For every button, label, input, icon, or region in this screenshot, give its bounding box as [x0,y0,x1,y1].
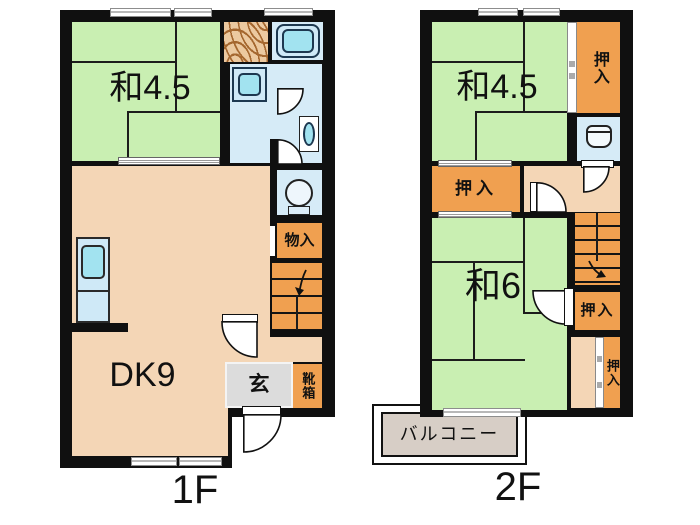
room-washitsu-4p5-1f [72,22,220,161]
door-arc-icon [532,290,567,325]
storage-monoire [277,223,322,258]
closet-mid-2f [432,166,520,212]
sliding-door-icon [438,160,512,167]
closet-top-label: 押入 [590,50,608,85]
sliding-door-icon [438,211,512,218]
washitsu-6-label: 和6 [464,265,522,307]
kitchen-counter-divider [78,290,108,292]
balcony-label: バルコニー [399,424,500,445]
toilet-lid-line [587,131,611,133]
vanity-icon [232,67,267,102]
window-icon [174,8,212,17]
entrance-genkan [225,362,293,408]
window-icon [478,8,518,16]
door-arc-icon [221,321,258,358]
tatami-line [127,111,129,161]
tatami-line [72,61,176,63]
hall-1f-entry [270,337,322,362]
wall-stub [270,139,277,166]
tatami-line [523,218,525,314]
closet-top-2f [577,22,620,113]
toilet-tank [288,206,310,215]
stairs-center-line [296,295,298,330]
sliding-door-icon [595,337,604,408]
sliding-door-icon [118,157,220,165]
tatami-line [523,22,525,113]
washitsu6-door-leaf [564,288,574,326]
closet-right-upper-2f [575,292,620,330]
washitsu-4p5-2f-label: 和4.5 [456,68,538,107]
wall-stub [60,323,128,332]
door-arc-icon [277,88,304,115]
window-icon [110,8,171,17]
door-arc-icon [277,139,303,165]
shoebox [293,364,322,408]
toilet-icon [586,125,612,148]
tatami-line [473,261,475,360]
closet-right-upper-label: 押入 [580,302,615,320]
closet-right-lower-label: 押入 [604,358,620,387]
door-arc-icon [243,414,282,453]
floor-label-1f: 1F [171,468,219,512]
tatami-line [432,61,525,63]
tatami-line [127,111,220,113]
dk9-label: DK9 [109,356,176,395]
washitsu-4p5-1f-label: 和4.5 [109,69,191,108]
kitchen-sink-icon [81,245,105,279]
shoebox-label: 靴箱 [300,372,316,400]
closet-mid-label: 押入 [455,179,497,199]
vanity-basin [238,73,261,96]
window-icon [131,457,177,466]
sliding-door-icon [567,22,577,113]
tatami-line [432,261,525,263]
window-icon [523,8,560,16]
window-icon [179,457,222,466]
door-arc-icon [536,182,567,213]
wood-floor-patch [224,22,268,62]
stairs-up-arrow [295,269,307,296]
washbasin-bowl [303,122,315,146]
toilet-icon [285,179,313,207]
floor-label-2f: 2F [494,465,542,509]
balcony [381,412,518,457]
tatami-line [432,359,525,361]
balcony-door-icon [443,408,521,417]
entrance-label: 玄 [248,372,270,396]
storage-label: 物入 [284,231,315,249]
tatami-line [475,111,477,161]
room-washitsu-4p5-2f [432,22,567,161]
tatami-line [175,22,177,113]
window-icon [264,8,313,16]
closet-front-strip [571,337,595,408]
stairs-down-arrow [588,260,606,278]
door-arc-icon [583,166,610,193]
closet-right-lower-2f [604,337,620,408]
tatami-line [475,111,567,113]
stairs-center-line [596,213,598,261]
bathtub-inner [282,29,314,53]
